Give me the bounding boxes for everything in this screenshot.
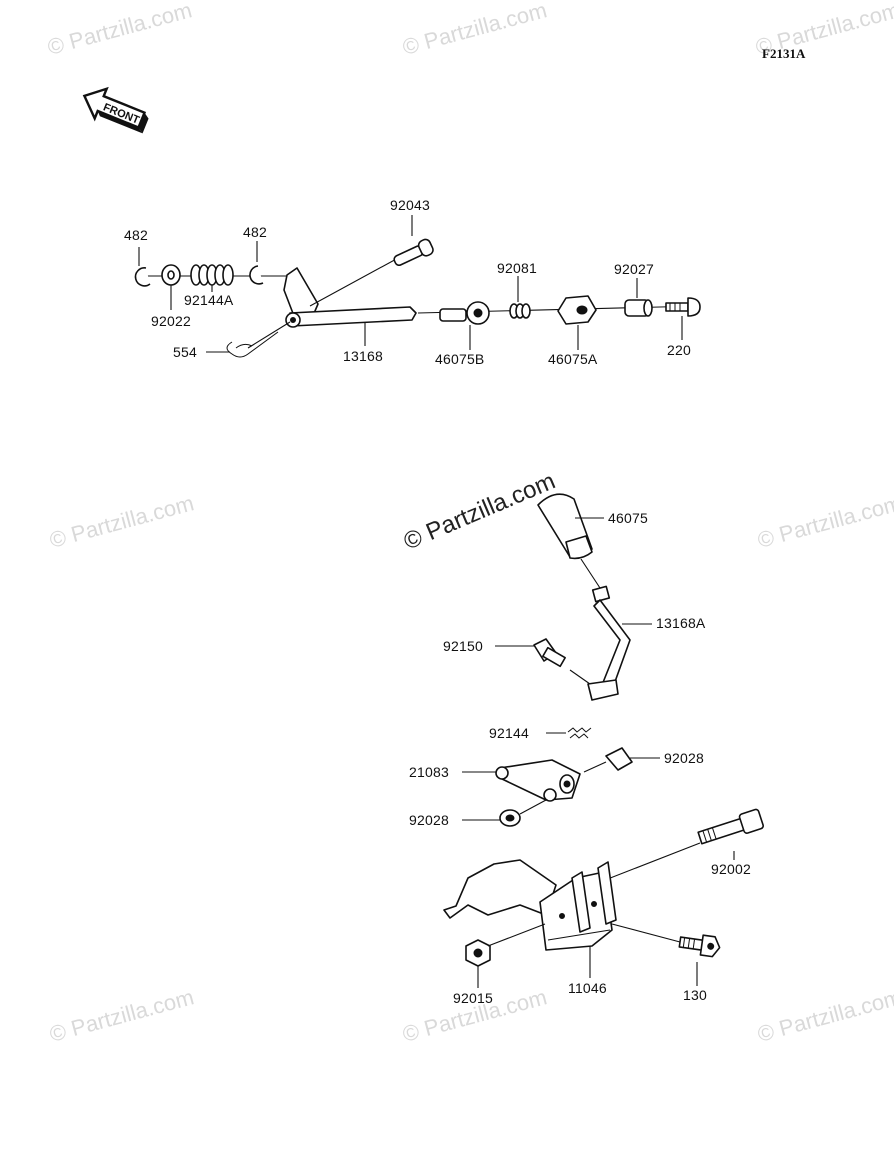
label-92043: 92043 — [390, 197, 430, 213]
collar-92028-left — [499, 799, 547, 827]
label-21083: 21083 — [409, 764, 449, 780]
label-130: 130 — [683, 987, 707, 1003]
label-92144: 92144 — [489, 725, 529, 741]
label-92022: 92022 — [151, 313, 191, 329]
label-92144A: 92144A — [184, 292, 234, 308]
cotter-pin-554 — [226, 321, 291, 358]
joint-46075B — [439, 301, 490, 325]
label-92002: 92002 — [711, 861, 751, 877]
knob-46075A — [557, 295, 597, 325]
bolt-92150 — [533, 638, 591, 685]
label-220: 220 — [667, 342, 691, 358]
bolt-130 — [678, 934, 721, 958]
label-482-right: 482 — [243, 224, 267, 240]
collar-92027 — [624, 299, 653, 317]
label-46075: 46075 — [608, 510, 648, 526]
label-46075A: 46075A — [548, 351, 598, 367]
top-assembly: 482 482 92022 92144A 92043 554 13168 460… — [124, 197, 701, 367]
pin-92043 — [393, 238, 434, 267]
label-92027: 92027 — [614, 261, 654, 277]
label-11046: 11046 — [568, 980, 607, 996]
label-13168: 13168 — [343, 348, 383, 364]
label-92081: 92081 — [497, 260, 537, 276]
label-92028-left: 92028 — [409, 812, 449, 828]
link-21083 — [495, 759, 581, 802]
bracket-11046 — [443, 859, 617, 951]
knob-46075 — [537, 493, 601, 589]
label-482-left: 482 — [124, 227, 148, 243]
watermark-top-left: © Partzilla.com — [45, 0, 195, 60]
nut-92015 — [465, 923, 546, 967]
watermark-bottom-right: © Partzilla.com — [755, 984, 894, 1047]
label-92015: 92015 — [453, 990, 493, 1006]
watermark-mid-right: © Partzilla.com — [755, 490, 894, 553]
lever-13168A — [587, 585, 631, 701]
spring-92081 — [509, 303, 531, 319]
shaft-13168 — [283, 267, 417, 328]
label-554: 554 — [173, 344, 197, 360]
bolt-92002 — [697, 808, 764, 845]
diagram-code: F2131A — [762, 46, 806, 61]
e-clip-482-left — [134, 267, 151, 287]
watermark-center: © Partzilla.com — [400, 467, 559, 555]
label-46075B: 46075B — [435, 351, 484, 367]
front-arrow-icon: FRONT — [82, 86, 149, 134]
collar-92028-right — [583, 747, 633, 773]
watermark-bottom-left: © Partzilla.com — [47, 984, 197, 1047]
spring-92144A — [190, 264, 234, 286]
watermark-top-center: © Partzilla.com — [400, 0, 550, 60]
label-92028-right: 92028 — [664, 750, 704, 766]
washer-92022 — [161, 264, 181, 286]
spring-92144 — [567, 727, 592, 739]
lower-assembly: 46075 13168A 92150 92144 92028 21083 920… — [409, 493, 764, 1006]
watermark-mid-left: © Partzilla.com — [47, 490, 197, 553]
screw-220 — [665, 297, 701, 317]
label-13168A: 13168A — [656, 615, 706, 631]
e-clip-482-right — [249, 265, 264, 285]
label-92150: 92150 — [443, 638, 483, 654]
